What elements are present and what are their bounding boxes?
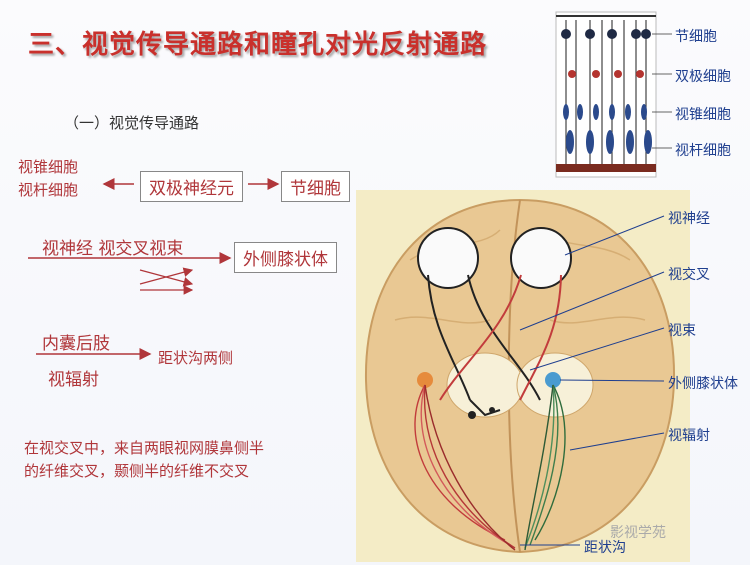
chiasm-note: 在视交叉中，来自两眼视网膜鼻侧半 的纤维交叉，颞侧半的纤维不交叉 — [24, 437, 264, 483]
brain-tract-label: 视束 — [668, 323, 696, 339]
retina-rod-label: 视杆细胞 — [675, 143, 731, 159]
retina-cone-label: 视锥细胞 — [675, 107, 731, 123]
brain-diagram — [356, 190, 690, 562]
brain-cortex-label: 距状沟 — [584, 540, 626, 556]
cross-arrow-2 — [139, 267, 194, 285]
note-line-1: 在视交叉中，来自两眼视网膜鼻侧半 — [24, 439, 265, 457]
brain-optic-nerve-label: 视神经 — [668, 211, 710, 227]
receptor-cone-label: 视锥细胞 — [18, 158, 79, 176]
bipolar-neuron-box: 双极神经元 — [140, 171, 243, 202]
retina-ganglion-label: 节细胞 — [675, 29, 717, 45]
internal-capsule-label: 内囊后肢 — [42, 334, 110, 354]
section-subtitle: （一）视觉传导通路 — [64, 114, 200, 132]
retina-diagram — [555, 11, 672, 178]
lgn-box: 外侧膝状体 — [234, 242, 337, 273]
page-title: 三、视觉传导通路和瞳孔对光反射通路 — [28, 30, 488, 60]
receptor-rod-label: 视杆细胞 — [18, 181, 79, 199]
optic-radiation-label: 视辐射 — [48, 370, 99, 390]
brain-radiation-label: 视辐射 — [668, 428, 710, 444]
note-line-2: 的纤维交叉，颞侧半的纤维不交叉 — [24, 462, 250, 480]
watermark: 影视学苑 — [610, 525, 666, 541]
calcarine-label: 距状沟两侧 — [158, 349, 234, 367]
ganglion-cell-box: 节细胞 — [281, 171, 350, 202]
optic-nerve-chiasm-tract-label: 视神经 视交叉视束 — [42, 239, 184, 259]
retina-bipolar-label: 双极细胞 — [675, 69, 731, 85]
brain-lgn-label: 外侧膝状体 — [668, 376, 738, 392]
brain-chiasm-label: 视交叉 — [668, 267, 710, 283]
